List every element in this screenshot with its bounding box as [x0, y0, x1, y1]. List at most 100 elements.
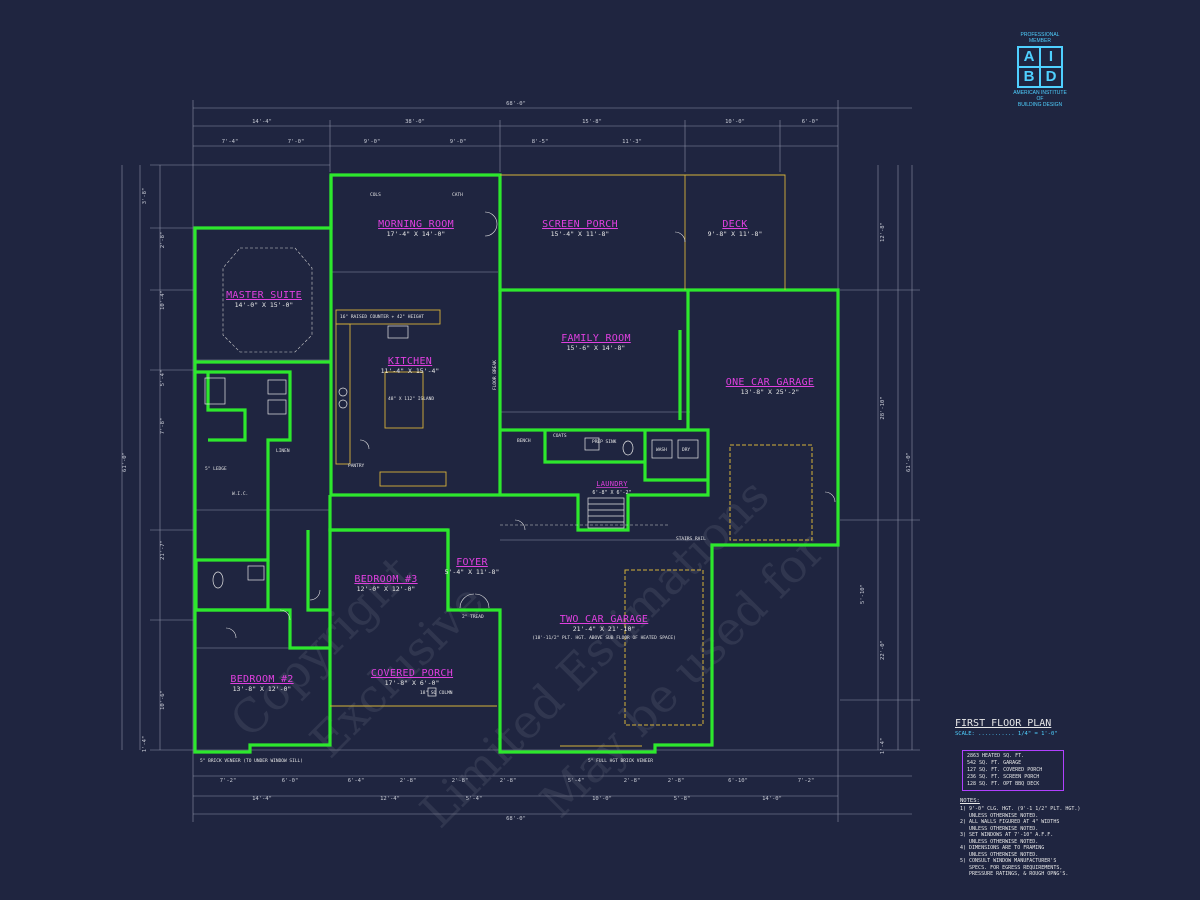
aibd-badge: PROFESSIONAL MEMBER A I B D AMERICAN INS… [1010, 32, 1070, 108]
sqft-line: 128 SQ. FT. OPT BBQ DECK [967, 781, 1040, 787]
square-footage-box: 2863 HEATED SQ. FT. 542 SQ. FT. GARAGE 1… [962, 750, 1064, 791]
dim-left-3: 10'-4" [160, 290, 166, 310]
dim-bottom-1-6: 2'-8" [500, 778, 517, 784]
room-size-one-car-garage: 13'-8" X 25'-2" [741, 388, 800, 396]
dim-bottom-1-2: 6'-0" [282, 778, 299, 784]
room-size-bedroom-3: 12'-0" X 12'-0" [357, 585, 416, 593]
dim-top-2-3: 15'-8" [582, 119, 602, 125]
plan-scale: SCALE: ........... 1/4" = 1'-0" [955, 731, 1058, 737]
note-line: 3) SET WINDOWS AT 7'-10" A.F.F. [960, 832, 1054, 838]
dim-bottom-2-2: 12'-4" [380, 796, 400, 802]
room-name-family-room: FAMILY ROOM [561, 333, 631, 344]
dim-bottom-1-9: 2'-8" [668, 778, 685, 784]
room-size-two-car-garage: 21'-4" X 21'-10" [573, 625, 636, 633]
dim-bottom-2-3: 5'-4" [466, 796, 483, 802]
dim-top-3-4: 9'-0" [450, 139, 467, 145]
dim-bottom-1-3: 6'-4" [348, 778, 365, 784]
sqft-line: 127 SQ. FT. COVERED PORCH [967, 767, 1043, 773]
prep-sink-label: PREP SINK [592, 439, 617, 445]
stairs [587, 497, 625, 529]
stairs-rail-label: STAIRS RAIL [676, 536, 706, 542]
dim-left-5: 7'-8" [160, 418, 166, 435]
dim-top-2-4: 10'-0" [725, 119, 745, 125]
note-line: UNLESS OTHERWISE NOTED. [960, 825, 1039, 832]
column-label: 18" SQ COLMN [420, 690, 453, 696]
room-size-master-suite: 14'-0" X 15'-0" [235, 301, 294, 309]
porch-column [330, 687, 497, 707]
plan-notes: NOTES: 1) 9'-0" CLG. HGT. (9'-1 1/2" PLT… [960, 798, 1080, 878]
room-size-family-room: 15'-6" X 14'-8" [567, 344, 626, 352]
room-size-kitchen: 11'-4" X 15'-4" [381, 367, 440, 375]
cols-label: COLS [370, 192, 381, 198]
fixture-labels: 16" RAISED COUNTER + 42" HEIGHT 48" X 11… [200, 192, 706, 764]
dim-top-3-5: 8'-5" [532, 139, 549, 145]
dim-left-4: 5'-4" [160, 370, 166, 387]
tread-label: 2" TREAD [462, 614, 484, 620]
dim-left-1: 3'-8" [142, 188, 148, 205]
ledge-label: 5" LEDGE [205, 466, 227, 472]
aibd-bottom-text: AMERICAN INSTITUTE OF BUILDING DESIGN [1013, 90, 1067, 108]
brick-veneer-sill-label: 5" BRICK VENEER (TO UNDER WINDOW SILL) [200, 758, 303, 764]
dim-bottom-overall: 68'-0" [506, 816, 526, 822]
note-line: SPECS. FOR EGRESS REQUIREMENTS, [960, 864, 1063, 871]
dim-right-1: 12'-8" [880, 222, 886, 242]
floor-break-label: FLOOR BREAK [492, 360, 498, 390]
dimensions-right: 61'-0" 12'-8" 28'-10" 5'-10" 22'-0" 1'-4… [860, 222, 912, 754]
notes-heading: NOTES: [960, 798, 980, 804]
bench-label: BENCH [517, 438, 531, 444]
aibd-letter-d: D [1040, 67, 1062, 87]
title-block: FIRST FLOOR PLAN SCALE: ........... 1/4"… [955, 718, 1065, 737]
dim-top-2-5: 6'-0" [802, 119, 819, 125]
dim-top-3-2: 7'-0" [288, 139, 305, 145]
dim-right-4: 22'-0" [880, 640, 886, 660]
dim-bottom-1-4: 2'-8" [400, 778, 417, 784]
aibd-letter-b: B [1018, 67, 1040, 87]
dim-bottom-2-5: 5'-8" [674, 796, 691, 802]
aibd-logo: A I B D [1017, 46, 1063, 88]
note-line: PRESSURE RATINGS, & ROUGH OPNG'S. [960, 871, 1069, 877]
note-line: UNLESS OTHERWISE NOTED. [960, 838, 1039, 845]
dim-bottom-1-7: 5'-4" [568, 778, 585, 784]
plan-title: FIRST FLOOR PLAN [955, 718, 1052, 729]
dim-bottom-2-4: 10'-0" [592, 796, 612, 802]
note-line: 5) CONSULT WINDOW MANUFACTURER'S [960, 858, 1057, 864]
note-line: UNLESS OTHERWISE NOTED. [960, 812, 1039, 819]
room-size-screen-porch: 15'-4" X 11'-8" [551, 230, 610, 238]
dim-bottom-1-1: 7'-2" [220, 778, 237, 784]
dim-top-3-6: 11'-3" [622, 139, 642, 145]
bathroom-fixtures [204, 377, 699, 589]
note-line: UNLESS OTHERWISE NOTED. [960, 851, 1039, 858]
room-name-deck: DECK [722, 219, 747, 230]
room-name-covered-porch: COVERED PORCH [371, 668, 453, 679]
garage-details [500, 444, 813, 747]
room-name-bedroom-3: BEDROOM #3 [354, 574, 417, 585]
dim-right-5: 1'-4" [880, 738, 886, 755]
pantry-label: PANTRY [348, 463, 365, 469]
sqft-line: 236 SQ. FT. SCREEN PORCH [967, 774, 1040, 780]
room-size-morning-room: 17'-4" X 14'-0" [387, 230, 446, 238]
dimension-lines [121, 100, 920, 822]
garage-height-note: (18'-11/2" PLT. HGT. ABOVE SUB FLOOR OF … [532, 635, 676, 641]
dim-top-2-1: 14'-4" [252, 119, 272, 125]
room-size-deck: 9'-8" X 11'-8" [708, 230, 763, 238]
dim-left-7: 10'-6" [160, 690, 166, 710]
dim-bottom-1-11: 7'-2" [798, 778, 815, 784]
room-name-screen-porch: SCREEN PORCH [542, 219, 618, 230]
room-name-laundry: LAUNDRY [596, 480, 628, 488]
dim-top-overall: 68'-0" [506, 101, 526, 107]
room-name-bedroom-2: BEDROOM #2 [230, 674, 293, 685]
note-line: 4) DIMENSIONS ARE TO FRAMING [960, 845, 1045, 851]
room-name-kitchen: KITCHEN [388, 356, 432, 367]
dim-left-overall: 61'-0" [122, 452, 128, 472]
room-size-covered-porch: 17'-8" X 6'-0" [385, 679, 440, 687]
dim-left-2: 2'-8" [160, 232, 166, 249]
dim-top-2-2: 38'-0" [405, 119, 425, 125]
dim-bottom-2-1: 14'-4" [252, 796, 272, 802]
tray-ceiling-outline [222, 247, 313, 353]
dim-left-8: 1'-4" [142, 736, 148, 753]
linen-label: LINEN [276, 448, 290, 454]
dimensions-bottom: 7'-2" 6'-0" 6'-4" 2'-8" 2'-8" 2'-8" 5'-4… [220, 778, 815, 822]
dimensions-left: 61'-0" 3'-8" 2'-8" 10'-4" 5'-4" 7'-8" 21… [122, 188, 166, 753]
dim-bottom-2-6: 14'-0" [762, 796, 782, 802]
